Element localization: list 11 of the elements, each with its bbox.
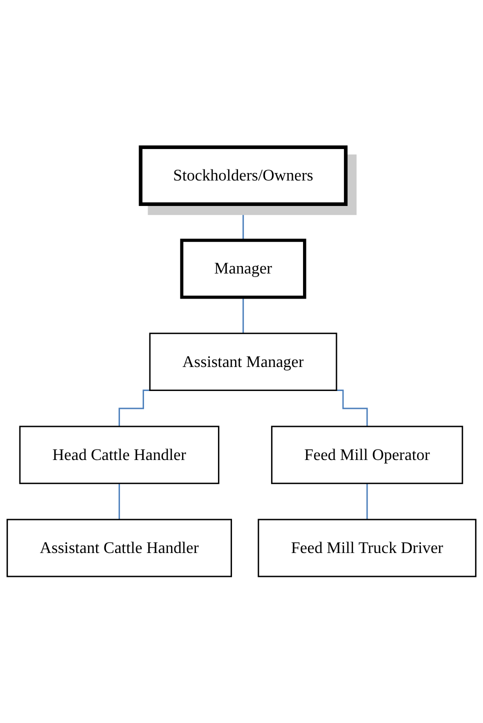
node-box: Stockholders/Owners — [138, 145, 348, 206]
connector — [242, 203, 244, 241]
node-box: Feed Mill Operator — [271, 425, 464, 484]
node-box: Head Cattle Handler — [19, 425, 220, 484]
connector — [366, 482, 368, 520]
node-box: Assistant Cattle Handler — [6, 518, 232, 577]
connector — [242, 296, 244, 334]
node-box: Manager — [180, 238, 306, 298]
node-box: Feed Mill Truck Driver — [258, 518, 476, 577]
connector — [118, 482, 120, 520]
node-box: Assistant Manager — [149, 332, 338, 391]
